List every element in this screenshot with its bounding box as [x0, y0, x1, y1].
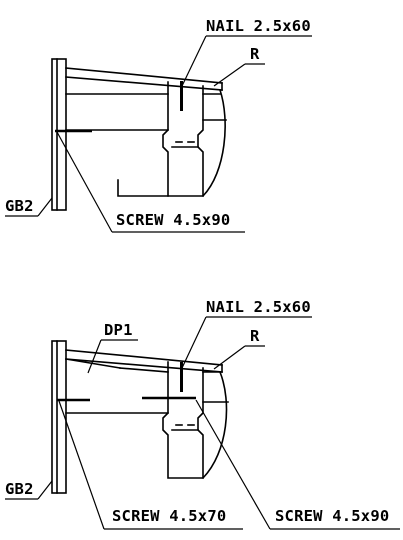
- nail-leader: [181, 316, 312, 369]
- joist: [65, 88, 227, 198]
- bracket: [162, 81, 204, 197]
- plate-leader: [87, 339, 138, 374]
- rafter-leader: [213, 63, 265, 87]
- detail-bottom: NAIL 2.5x60 R DP1 GB2 SCREW 4.5x70: [5, 298, 400, 530]
- gable-beam-leader: [5, 480, 53, 500]
- screw-right-label: SCREW 4.5x90: [275, 507, 389, 525]
- nail-top: [180, 81, 183, 111]
- rafter-label-bottom: R: [250, 327, 260, 345]
- gable-beam-outer-board: [51, 58, 67, 211]
- rafter: [65, 67, 223, 91]
- gable-beam-label-top: GB2: [5, 197, 34, 215]
- screw-left-leader: [58, 400, 243, 530]
- nail-label-bottom: NAIL 2.5x60: [206, 298, 311, 316]
- nail-label-top: NAIL 2.5x60: [206, 17, 311, 35]
- gable-beam-leader: [5, 197, 53, 217]
- gable-beam-outer-board: [51, 340, 67, 494]
- gable-beam-label-bottom: GB2: [5, 480, 34, 498]
- nail-leader: [181, 35, 312, 87]
- bracket: [162, 361, 204, 479]
- lower-flange: [117, 179, 169, 197]
- screw-left-label: SCREW 4.5x70: [112, 507, 226, 525]
- nail-bottom: [180, 362, 183, 392]
- plate-and-joist: [65, 358, 229, 480]
- rafter: [65, 349, 223, 373]
- rafter-leader: [213, 345, 265, 370]
- rafter-label-top: R: [250, 45, 260, 63]
- screw-leader: [56, 131, 245, 233]
- plate-label: DP1: [104, 321, 133, 339]
- screw-right-leader: [195, 399, 400, 530]
- screw-label-top: SCREW 4.5x90: [116, 211, 230, 229]
- detail-top: NAIL 2.5x60 R GB2 SCREW 4.5x90: [5, 17, 312, 233]
